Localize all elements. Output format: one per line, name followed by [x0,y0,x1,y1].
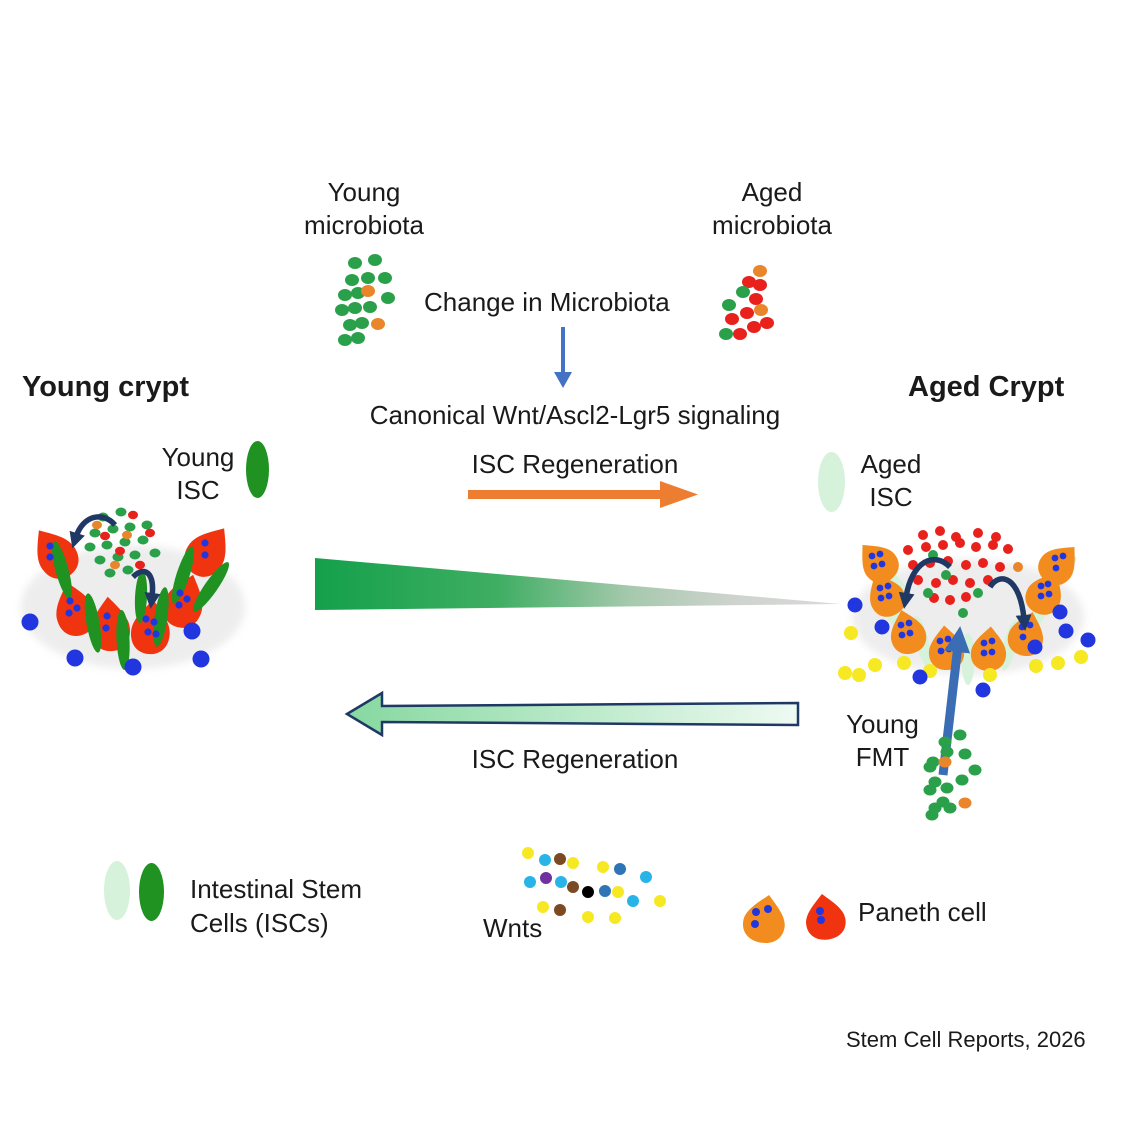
young-microbiota-cluster [335,254,395,346]
legend-paneth-swatches [740,891,848,947]
young-crypt-wnt-dots [21,613,210,676]
isc-regeneration-forward-arrow-icon [468,481,698,508]
aged-crypt-arrows [898,556,1032,631]
young-crypt-illustration [21,507,245,676]
canonical-signaling-label: Canonical Wnt/Ascl2-Lgr5 signaling [369,400,781,430]
young-crypt-title: Young crypt [22,371,190,403]
legend-paneth-label: Paneth cell [858,897,987,927]
change-in-microbiota-label: Change in Microbiota [424,287,670,317]
young-fmt-cluster [923,729,982,821]
wnts-cluster [522,847,666,924]
change-arrow-down-icon [554,327,572,388]
citation: Stem Cell Reports, 2026 [846,1027,1086,1052]
aged-crypt-wnt-yellow-dots [838,626,1088,682]
aged-microbiota-cluster [719,265,774,340]
aged-isc-swatch [818,452,845,512]
young-fmt-label: Young FMT [846,709,919,772]
young-isc-swatch [246,441,269,498]
isc-regeneration-forward-label: ISC Regeneration [471,449,679,479]
aged-crypt-lumen-microbiota [903,526,1023,618]
legend-isc-label: Intestinal Stem Cells (ISCs) [190,874,362,939]
aged-crypt-wnt-blue-dots [847,597,1096,698]
young-paneth-granules [46,539,209,638]
isc-regeneration-reverse-label: ISC Regeneration [471,744,679,774]
aged-crypt-illustration [838,526,1096,698]
legend-isc-swatch-dark [139,863,164,921]
aged-microbiota-label: Aged microbiota [712,177,832,240]
aged-crypt-title: Aged Crypt [908,371,1065,403]
young-crypt-arrows [69,514,161,609]
legend-isc-swatch-light [104,861,130,920]
legend-wnts-label: Wnts [483,913,543,943]
young-isc-label: Young ISC [161,442,235,505]
isc-regeneration-reverse-arrow-icon [344,690,800,738]
young-microbiota-label: Young microbiota [304,177,424,240]
regeneration-gradient-wedge [315,558,840,610]
young-crypt-lumen-microbiota [84,507,161,578]
aged-isc-label: Aged ISC [860,449,922,512]
